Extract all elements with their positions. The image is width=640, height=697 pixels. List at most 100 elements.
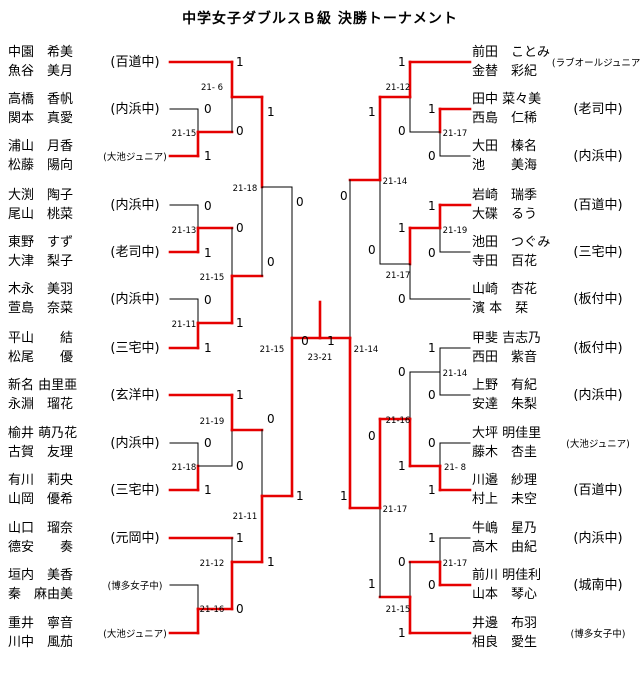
match-score: 21-18 <box>233 184 258 194</box>
left-player-name: 大津 梨子 <box>8 254 73 269</box>
right-team-name: (博多女子中) <box>571 628 626 640</box>
left-team-name: (内浜中) <box>110 197 159 213</box>
match-result: 1 <box>428 341 436 355</box>
match-score: 21-14 <box>383 177 408 187</box>
match-score: 21-17 <box>383 505 408 515</box>
left-player-name: 永淵 瑠花 <box>8 396 73 412</box>
match-result: 0 <box>428 388 436 402</box>
match-result: 0 <box>398 292 406 306</box>
match-result: 0 <box>340 189 348 203</box>
left-team-name: (三宅中) <box>110 483 159 498</box>
right-player-name: 田中 菜々美 <box>472 92 541 107</box>
right-player-name: 甲斐 吉志乃 <box>472 331 541 346</box>
right-player-name: 池 美海 <box>472 158 537 173</box>
left-team-name: (大池ジュニア) <box>103 628 167 640</box>
left-player-name: 松藤 陽向 <box>8 157 73 173</box>
right-player-name: 西島 仁稀 <box>472 111 537 126</box>
match-score: 23-21 <box>308 353 333 363</box>
match-score: 21-11 <box>233 512 258 522</box>
final-result: 1 <box>327 334 335 348</box>
left-team-name: (博多女子中) <box>108 580 163 592</box>
match-result: 1 <box>398 459 406 473</box>
match-result: 1 <box>428 483 436 497</box>
right-player-name: 山崎 杏花 <box>472 281 537 297</box>
match-result: 1 <box>398 55 406 69</box>
left-player-name: 魚谷 美月 <box>8 64 73 79</box>
right-player-name: 前川 明佳利 <box>472 567 541 583</box>
right-player-name: 高木 由紀 <box>472 539 537 555</box>
page-title: 中学女子ダブルスＢ級 決勝トーナメント <box>182 11 458 27</box>
right-player-name: 安達 朱梨 <box>472 397 537 412</box>
left-team-name: (老司中) <box>110 245 159 260</box>
match-score: 21-19 <box>200 417 225 427</box>
right-player-name: 岩崎 瑞季 <box>472 188 537 203</box>
left-player-name: 東野 すず <box>8 234 73 250</box>
left-player-name: 德安 奏 <box>8 540 73 555</box>
left-player-name: 古賀 友理 <box>8 444 73 460</box>
left-player-name: 山口 瑠奈 <box>8 521 73 536</box>
match-result: 0 <box>267 412 275 426</box>
match-score: 21-16 <box>200 605 225 615</box>
match-score: 21-15 <box>386 605 411 615</box>
right-player-name: 川邉 紗理 <box>472 473 537 488</box>
match-score: 21-17 <box>443 129 468 139</box>
match-result: 0 <box>236 459 244 473</box>
right-team-name: (内浜中) <box>573 148 622 164</box>
left-team-name: (百道中) <box>110 55 159 70</box>
match-result: 1 <box>236 316 244 330</box>
match-result: 1 <box>428 531 436 545</box>
right-player-name: 大田 榛名 <box>472 138 537 154</box>
match-result: 1 <box>398 221 406 235</box>
right-player-name: 牛嶋 星乃 <box>472 521 537 536</box>
match-result: 0 <box>204 436 212 450</box>
match-score: 21-14 <box>443 369 468 379</box>
left-player-name: 平山 結 <box>8 331 73 346</box>
right-player-name: 大坪 明佳里 <box>472 426 541 441</box>
right-player-name: 池田 つぐみ <box>472 235 550 250</box>
right-player-name: 山本 琴心 <box>472 587 537 602</box>
match-score: 21- 6 <box>201 83 223 93</box>
match-score: 21-12 <box>200 559 225 569</box>
right-player-name: 金替 彩紀 <box>472 63 537 79</box>
left-player-name: 新名 由里亜 <box>8 377 77 393</box>
match-score: 21-15 <box>260 345 285 355</box>
match-result: 0 <box>236 124 244 138</box>
match-result: 0 <box>428 149 436 163</box>
right-player-name: 相良 愛生 <box>472 634 537 650</box>
match-result: 1 <box>340 489 348 503</box>
right-team-name: (百道中) <box>573 198 622 213</box>
right-team-name: (板付中) <box>573 341 622 356</box>
match-result: 0 <box>204 102 212 116</box>
left-player-name: 松尾 優 <box>8 350 73 365</box>
match-result: 1 <box>296 489 304 503</box>
left-player-name: 浦山 月香 <box>8 139 73 154</box>
final-result: 0 <box>301 334 309 348</box>
left-team-name: (大池ジュニア) <box>103 151 167 163</box>
left-team-name: (内浜中) <box>110 101 159 117</box>
match-result: 0 <box>204 199 212 213</box>
match-result: 1 <box>368 577 376 591</box>
left-team-name: (内浜中) <box>110 435 159 451</box>
match-result: 0 <box>428 436 436 450</box>
left-player-name: 有川 莉央 <box>8 473 73 488</box>
left-team-name: (玄洋中) <box>110 388 159 403</box>
match-result: 0 <box>428 578 436 592</box>
match-score: 21-11 <box>172 320 197 330</box>
match-result: 0 <box>204 293 212 307</box>
left-team-name: (三宅中) <box>110 341 159 356</box>
left-player-name: 秦 麻由美 <box>8 587 73 602</box>
match-result: 1 <box>236 55 244 69</box>
left-player-name: 川中 風茄 <box>8 635 73 650</box>
right-team-name: (三宅中) <box>573 245 622 260</box>
right-player-name: 大碟 るう <box>472 207 537 222</box>
match-score: 21-13 <box>172 226 197 236</box>
left-player-name: 重井 寧音 <box>8 615 73 631</box>
match-result: 1 <box>204 341 212 355</box>
left-team-name: (内浜中) <box>110 291 159 307</box>
left-team-name: (元岡中) <box>110 531 159 546</box>
match-result: 1 <box>204 149 212 163</box>
left-player-name: 尾山 桃菜 <box>8 207 73 222</box>
right-player-name: 井邊 布羽 <box>472 616 537 631</box>
left-player-name: 山岡 優希 <box>8 492 73 507</box>
